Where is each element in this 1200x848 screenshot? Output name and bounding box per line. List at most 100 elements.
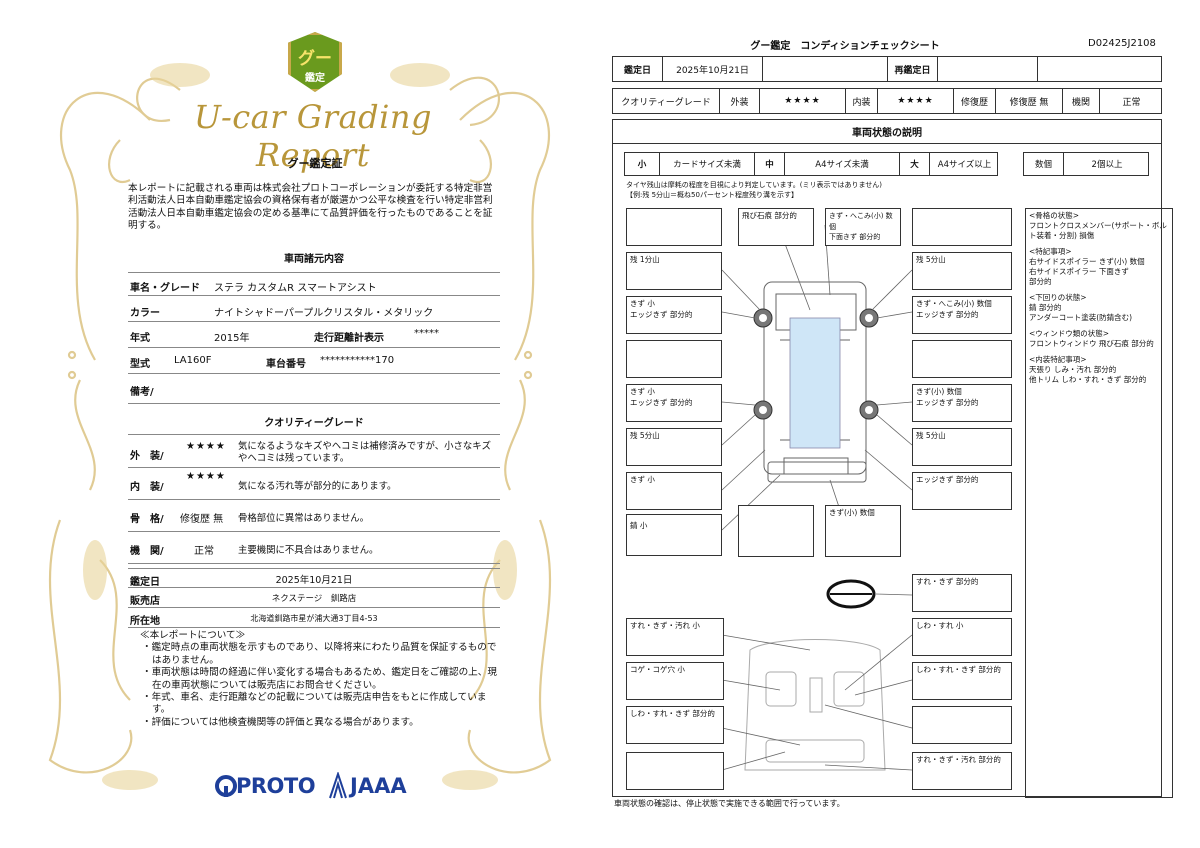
badge-bottom-text: 鑑定 (305, 73, 325, 84)
count-label: 数個 (1024, 153, 1064, 175)
note-line: フロントウィンドウ 飛び石痕 部分的 (1029, 339, 1154, 348)
quality-row: クオリティーグレード 外装 ★★★★ 内装 ★★★★ 修復歴 修復歴 無 機関 … (612, 88, 1162, 114)
sheet-repair-value: 修復歴 無 (996, 89, 1063, 113)
note-line: アンダーコート塗装(防錆含む) (1029, 313, 1133, 322)
box-text: 残 5分山 (916, 431, 946, 440)
engine-text: 主要機関に不具合はありません。 (238, 545, 379, 556)
note-group-frame: <骨格の状態> フロントクロスメンバー(サポート・ボルト装着・分割) 損傷 (1029, 211, 1169, 241)
box-text: 残 5分山 (630, 431, 660, 440)
sheet-redate-label: 再鑑定日 (888, 57, 938, 81)
note-group-title: <ウィンドウ類の状態> (1029, 329, 1110, 338)
mileage-label: 走行距離計表示 (314, 333, 384, 344)
jaaa-logo-text: JAAA (350, 774, 407, 798)
box-int-r2: しわ・すれ・きず 部分的 (912, 662, 1012, 700)
box-tire-rr: 残 5分山 (912, 428, 1012, 466)
box-text: 残 5分山 (916, 255, 946, 264)
note-group-title: <骨格の状態> (1029, 211, 1080, 220)
frame-text: 骨格部位に異常はありません。 (238, 513, 369, 524)
dealer-label: 販売店 (130, 596, 160, 607)
box-text: コゲ・コゲ穴 小 (630, 665, 685, 674)
year-value: 2015年 (214, 333, 250, 344)
row-exterior: 外 装/ ★★★★ 気になるようなキズやヘコミは補修済みですが、小さなキズやヘコ… (128, 434, 500, 468)
sheet-id: D02425J2108 (1088, 38, 1156, 49)
legend-medium: 中 (755, 153, 785, 175)
quality-section-title: クオリティーグレード (264, 418, 364, 429)
sheet-int-label: 内装 (846, 89, 878, 113)
note-line: 右サイドスポイラー きず(小) 数個 (1029, 257, 1145, 266)
sheet-date-blank (763, 57, 888, 81)
model-label: 型式 (130, 359, 150, 370)
box-int-l2: コゲ・コゲ穴 小 (626, 662, 724, 700)
frame-label: 骨 格/ (130, 514, 164, 525)
condition-check-sheet: グー鑑定 コンディションチェックシート D02425J2108 鑑定日 2025… (600, 0, 1200, 848)
box-int-l3: しわ・すれ・きず 部分的 (626, 706, 724, 744)
box-text: きず 小 エッジきず 部分的 (630, 299, 693, 319)
date-row: 鑑定日 2025年10月21日 再鑑定日 (612, 56, 1162, 82)
date-label: 鑑定日 (130, 577, 160, 588)
condition-frame: 車両状態の説明 (612, 119, 1162, 797)
sheet-ext-stars: ★★★★ (760, 89, 846, 113)
box-text: きず(小) 数個 エッジきず 部分的 (916, 387, 979, 407)
box-text: 錆 小 (630, 521, 648, 530)
box-rear: きず(小) 数個 (825, 505, 901, 557)
box-rr-side: きず(小) 数個 エッジきず 部分的 (912, 384, 1012, 422)
sheet-int-stars: ★★★★ (878, 89, 954, 113)
note-line: 天張り しみ・汚れ 部分的 (1029, 365, 1117, 374)
box-int-r3 (912, 706, 1012, 744)
script-title: U-car Grading Report (194, 98, 432, 174)
note-line: 錆 部分的 (1029, 303, 1062, 312)
box-text: すれ・きず 部分的 (916, 577, 979, 586)
legend-small-desc: カードサイズ未満 (660, 153, 755, 175)
tire-note-1: タイヤ残山は摩耗の程度を目視により判定しています。(ミリ表示ではありません) (626, 181, 882, 189)
proto-logo-icon (215, 775, 237, 797)
box-text: しわ・すれ・きず 部分的 (630, 709, 715, 718)
box-rust: 錆 小 (626, 514, 722, 556)
interior-stars: ★★★★ (186, 471, 226, 482)
note-group-special: <特記事項> 右サイドスポイラー きず(小) 数個 右サイドスポイラー 下面きず… (1029, 247, 1169, 287)
box-text: 飛び石痕 部分的 (742, 211, 797, 220)
badge-top-text: グー (298, 49, 332, 69)
exterior-stars: ★★★★ (186, 441, 226, 452)
box-l-mid (626, 340, 722, 378)
row-frame: 骨 格/ 修復歴 無 骨格部位に異常はありません。 (128, 500, 500, 532)
note-group-window: <ウィンドウ類の状態> フロントウィンドウ 飛び石痕 部分的 (1029, 329, 1169, 349)
legend-large-desc: A4サイズ以上 (937, 160, 992, 170)
note-item: ・評価については他検査機関等の評価と異なる場合があります。 (142, 716, 419, 728)
date-value: 2025年10月21日 (275, 575, 353, 586)
box-text: きず 小 (630, 475, 655, 484)
note-group-title: <内装特記事項> (1029, 355, 1087, 364)
sheet-quality-label: クオリティーグレード (613, 89, 720, 113)
row-interior: 内 装/ ★★★★ 気になる汚れ等が部分的にあります。 (128, 468, 500, 500)
sheet-date-value: 2025年10月21日 (663, 57, 763, 81)
engine-label: 機 関/ (130, 546, 164, 557)
box-fr-side: きず・へこみ(小) 数個 エッジきず 部分的 (912, 296, 1012, 334)
note-group-underbody: <下回りの状態> 錆 部分的 アンダーコート塗装(防錆含む) (1029, 293, 1169, 323)
certificate-title: グー鑑定証 (287, 157, 343, 170)
proto-logo-text: PROTO (236, 774, 316, 798)
row-color: カラー ナイトシャドーパープルクリスタル・メタリック (128, 296, 500, 322)
box-text: すれ・きず・汚れ 部分的 (916, 755, 1001, 764)
box-tire-fl: 残 1分山 (626, 252, 722, 290)
frame-value: 修復歴 無 (180, 514, 224, 525)
footer-logos: PROTO JAAA (214, 772, 414, 800)
count-value: 2個以上 (1091, 160, 1123, 170)
name-label: 車名・グレード (130, 283, 200, 294)
engine-value: 正常 (194, 546, 214, 557)
note-item: ・車両状態は時間の経過に伴い変化する場合もあるため、鑑定日をご確認の上、現在の車… (142, 667, 497, 691)
row-engine: 機 関/ 正常 主要機関に不具合はありません。 (128, 532, 500, 564)
model-value: LA160F (174, 355, 212, 366)
sheet-ext-label: 外装 (720, 89, 760, 113)
sheet-footer: 車両状態の確認は、停止状態で実施できる範囲で行っています。 (614, 799, 845, 808)
box-text: きず・へこみ(小) 数個 下面きず 部分的 (829, 212, 893, 241)
note-line: 右サイドスポイラー 下面きず (1029, 267, 1129, 276)
jaaa-logo-icon (329, 772, 347, 799)
box-rear-left (738, 505, 814, 557)
box-fl-side: きず 小 エッジきず 部分的 (626, 296, 722, 334)
remarks-label: 備考/ (130, 387, 154, 398)
name-value: ステラ カスタムR スマートアシスト (214, 283, 377, 294)
sheet-engine-label: 機関 (1063, 89, 1100, 113)
exterior-text: 気になるようなキズやヘコミは補修済みですが、小さなキズやヘコミは残っています。 (238, 441, 491, 464)
note-item: ・年式、車名、走行距離などの記載については販売店申告をもとに作成しています。 (142, 692, 487, 716)
notes-title: ≪本レポートについて≫ (140, 630, 246, 641)
sheet-date-label: 鑑定日 (613, 57, 663, 81)
